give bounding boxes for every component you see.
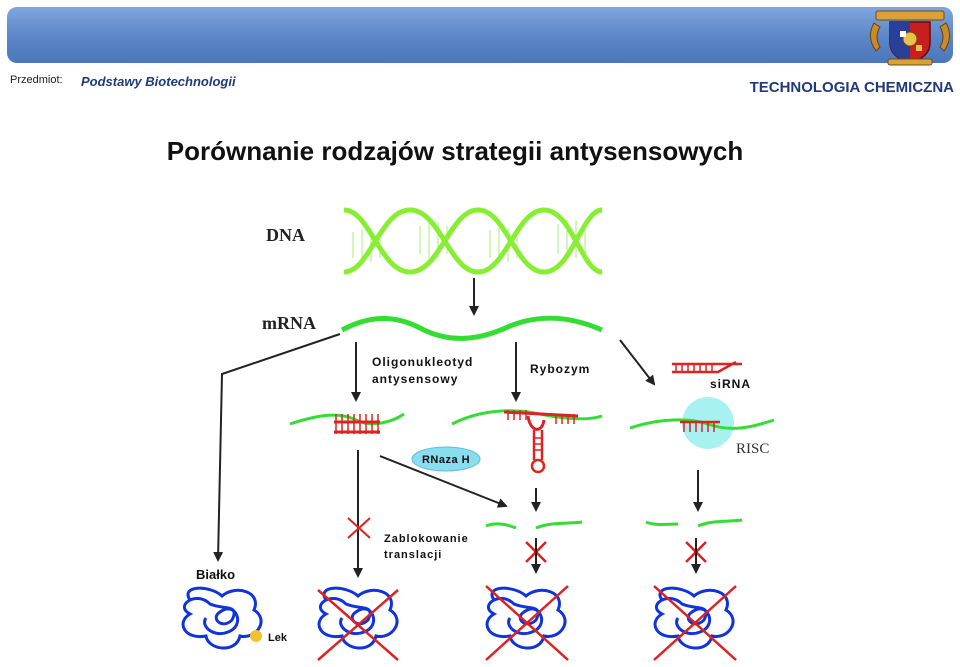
protein-blocked-sirna bbox=[653, 585, 737, 661]
oligo-label-line1: Oligonukleotyd bbox=[372, 355, 473, 369]
protein-with-drug bbox=[181, 586, 263, 650]
block-label-line2: translacji bbox=[384, 549, 442, 561]
arrow-mrna-to-protein bbox=[213, 333, 341, 562]
cleavage-x-icons bbox=[525, 541, 707, 563]
dna-helix bbox=[343, 207, 603, 275]
protein-label: Białko bbox=[196, 567, 235, 582]
block-label-line1: Zablokowanie bbox=[384, 533, 469, 545]
drug-label: Lek bbox=[268, 632, 288, 644]
header-banner bbox=[7, 7, 953, 63]
arrow-rnase-h-cleavage bbox=[379, 455, 508, 508]
rnase-h-bubble bbox=[411, 446, 481, 472]
antisense-strategies-diagram: DNA mRNA Oligonukleotyd antysensowy Rybo… bbox=[181, 207, 775, 661]
mrna-label: mRNA bbox=[262, 313, 316, 333]
department-name: TECHNOLOGIA CHEMICZNA bbox=[749, 79, 954, 96]
drug-icon bbox=[250, 630, 262, 642]
subject-name: Podstawy Biotechnologii bbox=[81, 74, 236, 89]
block-x-icon bbox=[347, 517, 371, 539]
sirna-label: siRNA bbox=[710, 377, 751, 391]
mrna-strand bbox=[340, 315, 604, 341]
cleaved-mrna-fragments bbox=[485, 518, 743, 530]
oligo-mrna-complex bbox=[289, 412, 405, 434]
protein-blocked-oligo bbox=[317, 586, 399, 661]
risc-label: RISC bbox=[736, 441, 769, 457]
ribozyme-mrna-complex bbox=[451, 409, 603, 474]
arrow-to-sirna bbox=[619, 339, 656, 386]
ribozyme-label: Rybozym bbox=[530, 362, 590, 376]
slide-title: Porównanie rodzajów strategii antysensow… bbox=[166, 136, 744, 166]
rnase-h-label: RNaza H bbox=[422, 454, 470, 466]
risc-complex bbox=[629, 397, 775, 449]
dna-label: DNA bbox=[266, 225, 305, 245]
protein-blocked-ribozyme bbox=[485, 585, 569, 661]
subject-label: Przedmiot: bbox=[10, 74, 63, 86]
oligo-label-line2: antysensowy bbox=[372, 372, 458, 386]
sirna-duplex bbox=[672, 360, 742, 374]
university-crest-icon bbox=[870, 10, 950, 66]
